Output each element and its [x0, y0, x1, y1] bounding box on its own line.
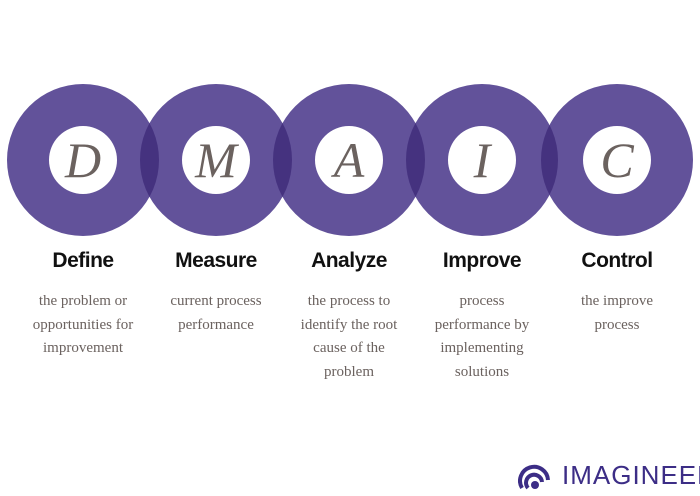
description-line: the process to — [307, 293, 391, 309]
description-line: process — [594, 316, 640, 333]
description-line: process — [459, 293, 505, 309]
logo-text: IMAGINEER — [562, 459, 700, 490]
imagineer-logo: IMAGINEER — [518, 458, 700, 492]
step-description: the improve process — [552, 290, 682, 337]
letter-c: C — [600, 132, 634, 188]
description-line: the problem or — [38, 293, 128, 309]
step-title: Measure — [175, 249, 257, 272]
description-line: identify the root — [300, 316, 398, 333]
description-line: opportunities for — [32, 316, 134, 333]
letter-m: M — [194, 132, 239, 188]
logo-mark-icon — [518, 464, 550, 490]
letter-d: D — [64, 132, 101, 188]
step-title: Improve — [442, 249, 522, 272]
step-description: the process to identify the root cause of … — [284, 290, 414, 384]
ring-define — [7, 84, 159, 236]
letter-i: I — [473, 132, 493, 188]
description-line: performance by — [434, 316, 530, 333]
ring-control — [541, 84, 693, 236]
step-title: Control — [581, 249, 653, 272]
ring-measure — [140, 84, 292, 236]
description-line: improvement — [43, 340, 123, 356]
description-line: performance — [178, 316, 254, 333]
ring-improve — [406, 84, 558, 236]
ring-analyze — [273, 84, 425, 236]
step-description: current process performance — [151, 290, 281, 337]
description-line: implementing — [440, 340, 524, 356]
description-line: cause of the — [313, 340, 385, 356]
description-line: problem — [324, 363, 374, 380]
step-title: Analyze — [311, 249, 387, 272]
step-description: process performance by implementing solutio… — [417, 290, 547, 384]
letter-a: A — [331, 132, 365, 188]
description-line: solutions — [454, 363, 510, 380]
step-title: Define — [52, 249, 114, 272]
description-line: current process — [170, 293, 262, 309]
description-line: the improve — [580, 293, 654, 309]
step-description: the problem or opportunities for improveme… — [18, 290, 148, 361]
